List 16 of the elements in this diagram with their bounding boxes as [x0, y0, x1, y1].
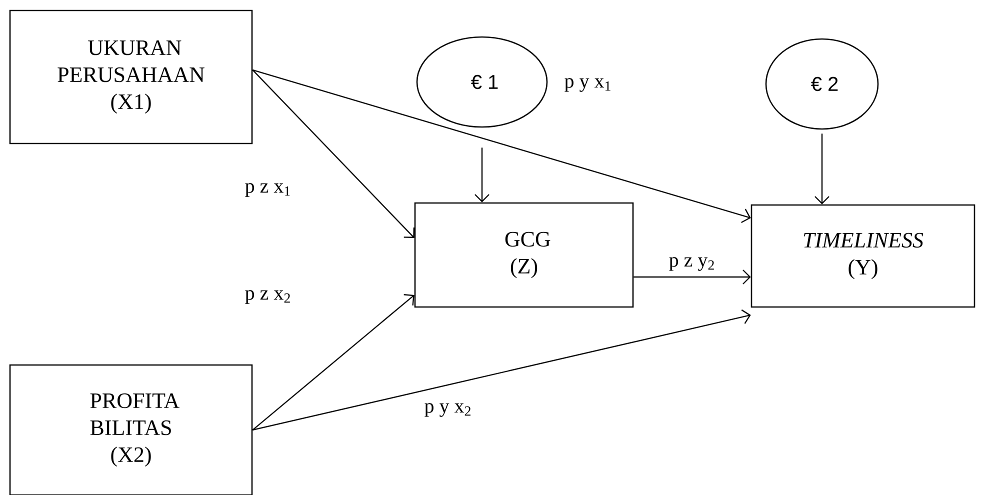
arrow	[474, 148, 490, 202]
variable-box: TIMELINESS (Y)	[750, 204, 976, 308]
variable-box: UKURAN PERUSAHAAN (X1)	[9, 10, 253, 144]
variable-box: PROFITA BILITAS (X2)	[9, 364, 253, 495]
arrow	[634, 270, 751, 284]
variable-box: GCG (Z)	[414, 202, 634, 308]
arrow	[814, 134, 830, 204]
edge-label: p z x$_{2}$	[244, 289, 292, 305]
arrow	[252, 309, 751, 431]
edge-label: p y x$_{1}$	[563, 77, 613, 93]
arrow	[252, 70, 415, 238]
edge-label: p z x$_{1}$	[244, 182, 292, 198]
edge-label: p y x$_{2}$	[423, 402, 473, 418]
edge-label: p z y$_{2}$	[668, 256, 716, 272]
arrow	[252, 69, 751, 223]
arrow	[252, 294, 414, 430]
